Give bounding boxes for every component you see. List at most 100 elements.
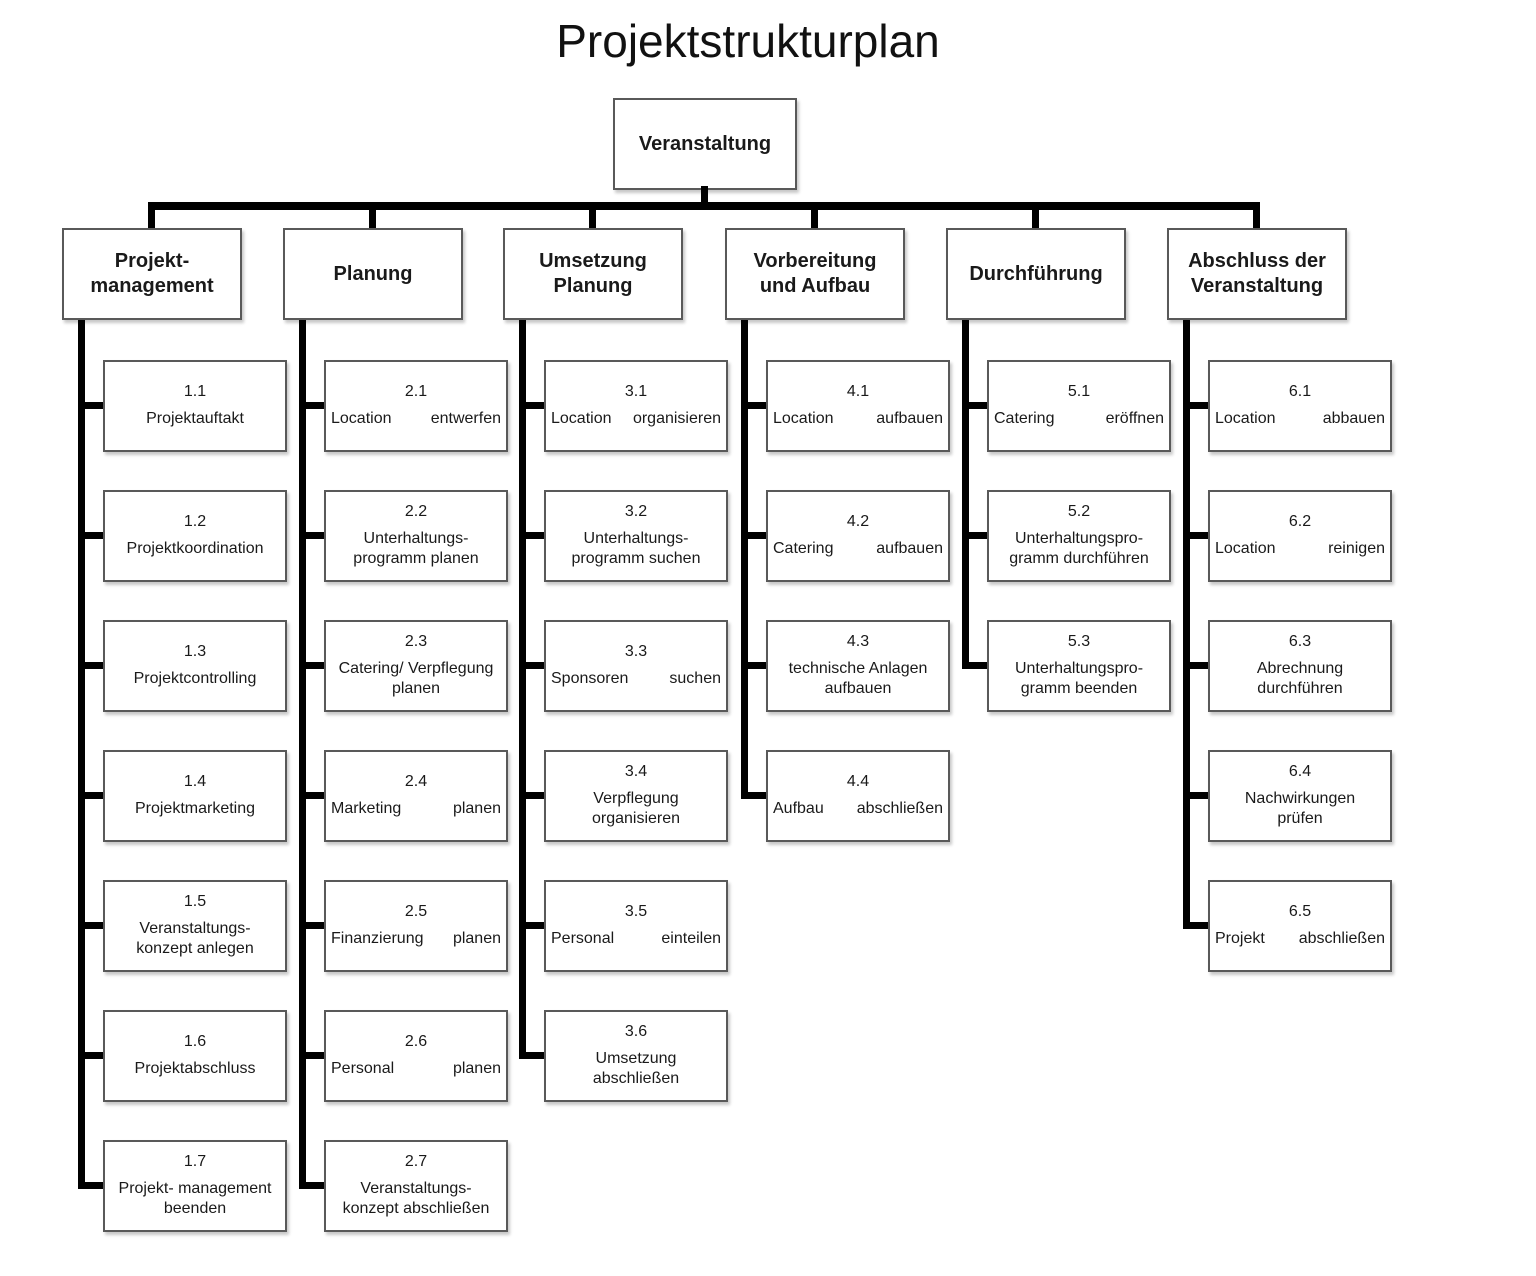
item-label-word: Location xyxy=(551,409,612,427)
wbs-item: 5.3 Unterhaltungspro- gramm beenden xyxy=(987,620,1171,712)
item-number: 3.6 xyxy=(624,1023,648,1041)
column-header: Durchführung xyxy=(946,228,1126,320)
item-stub-connector xyxy=(1183,922,1210,929)
item-stub-connector xyxy=(78,922,105,929)
item-label: Unterhaltungs- programm suchen xyxy=(571,529,701,567)
item-label: Veranstaltungs- konzept abschließen xyxy=(342,1179,490,1217)
item-stub-connector xyxy=(299,402,326,409)
item-label-word: reinigen xyxy=(1328,539,1385,557)
item-label: Projektcontrolling xyxy=(133,669,257,687)
item-label-word: organisieren xyxy=(632,409,721,427)
wbs-item: 1.7 Projekt- management beenden xyxy=(103,1140,287,1232)
item-label: Personal planen xyxy=(331,1059,501,1079)
wbs-column: Projekt- management 1.1 Projektauftakt 1… xyxy=(62,204,287,1238)
item-number: 3.3 xyxy=(624,643,648,661)
item-stub-connector xyxy=(962,402,989,409)
item-stub-connector xyxy=(741,532,768,539)
item-stub-connector xyxy=(78,532,105,539)
item-label-word: einteilen xyxy=(661,929,721,947)
item-label: Projektauftakt xyxy=(146,409,244,427)
column-trunk-connector xyxy=(78,320,85,1189)
item-label: Verpflegung organisieren xyxy=(591,789,681,827)
item-label-word: abschließen xyxy=(1298,929,1385,947)
item-number: 1.1 xyxy=(183,383,207,401)
item-stub-connector xyxy=(519,1052,546,1059)
root-node: Veranstaltung xyxy=(613,98,797,190)
item-number: 1.2 xyxy=(183,513,207,531)
item-number: 5.3 xyxy=(1067,633,1091,651)
item-number: 2.2 xyxy=(404,503,428,521)
item-label: Veranstaltungs- konzept anlegen xyxy=(136,919,254,957)
wbs-item: 5.2 Unterhaltungspro- gramm durchführen xyxy=(987,490,1171,582)
column-header-label: Planung xyxy=(333,262,413,285)
item-stub-connector xyxy=(962,662,989,669)
item-number: 1.7 xyxy=(183,1153,207,1171)
item-stub-connector xyxy=(962,532,989,539)
item-stub-connector xyxy=(519,792,546,799)
item-number: 1.3 xyxy=(183,643,207,661)
item-number: 6.3 xyxy=(1288,633,1312,651)
item-stub-connector xyxy=(78,1182,105,1189)
item-label: Unterhaltungs- programm planen xyxy=(353,529,479,567)
item-stub-connector xyxy=(741,662,768,669)
wbs-item: 1.2 Projektkoordination xyxy=(103,490,287,582)
item-label-word: Personal xyxy=(551,929,615,947)
item-stub-connector xyxy=(78,402,105,409)
item-label: Personal einteilen xyxy=(551,929,721,949)
item-stub-connector xyxy=(1183,532,1210,539)
item-label-word: Catering xyxy=(994,409,1055,427)
item-label-word: eröffnen xyxy=(1105,409,1164,427)
item-label: Catering/ Verpflegung planen xyxy=(338,659,494,697)
wbs-column: Abschluss der Veranstaltung 6.1 Location… xyxy=(1167,204,1392,1238)
root-node-label: Veranstaltung xyxy=(638,132,772,155)
column-header: Projekt- management xyxy=(62,228,242,320)
item-label: Location organisieren xyxy=(551,409,721,429)
item-label-word: aufbauen xyxy=(876,409,943,427)
item-number: 3.2 xyxy=(624,503,648,521)
header-drop-connector xyxy=(369,204,376,228)
item-label-word: Aufbau xyxy=(773,799,824,817)
item-stub-connector xyxy=(78,792,105,799)
item-label: Unterhaltungspro- gramm durchführen xyxy=(1009,529,1149,567)
item-number: 2.4 xyxy=(404,773,428,791)
item-number: 5.2 xyxy=(1067,503,1091,521)
item-stub-connector xyxy=(299,792,326,799)
wbs-item: 1.5 Veranstaltungs- konzept anlegen xyxy=(103,880,287,972)
wbs-item: 4.3 technische Anlagen aufbauen xyxy=(766,620,950,712)
item-stub-connector xyxy=(78,662,105,669)
item-label-word: suchen xyxy=(669,669,721,687)
item-label: Projektabschluss xyxy=(134,1059,256,1077)
item-label-word: planen xyxy=(452,929,501,947)
item-label-word: Personal xyxy=(331,1059,395,1077)
item-stub-connector xyxy=(299,662,326,669)
item-label-word: planen xyxy=(452,1059,501,1077)
item-number: 6.1 xyxy=(1288,383,1312,401)
wbs-item: 3.4 Verpflegung organisieren xyxy=(544,750,728,842)
wbs-item: 2.3 Catering/ Verpflegung planen xyxy=(324,620,508,712)
column-trunk-connector xyxy=(1183,320,1190,929)
item-stub-connector xyxy=(519,662,546,669)
item-number: 2.1 xyxy=(404,383,428,401)
item-label-word: Finanzierung xyxy=(331,929,424,947)
header-drop-connector xyxy=(811,204,818,228)
item-number: 2.6 xyxy=(404,1033,428,1051)
wbs-item: 2.7 Veranstaltungs- konzept abschließen xyxy=(324,1140,508,1232)
column-header-label: Abschluss der Veranstaltung xyxy=(1188,250,1326,297)
item-stub-connector xyxy=(519,532,546,539)
item-label-word: abbauen xyxy=(1322,409,1385,427)
item-stub-connector xyxy=(741,792,768,799)
